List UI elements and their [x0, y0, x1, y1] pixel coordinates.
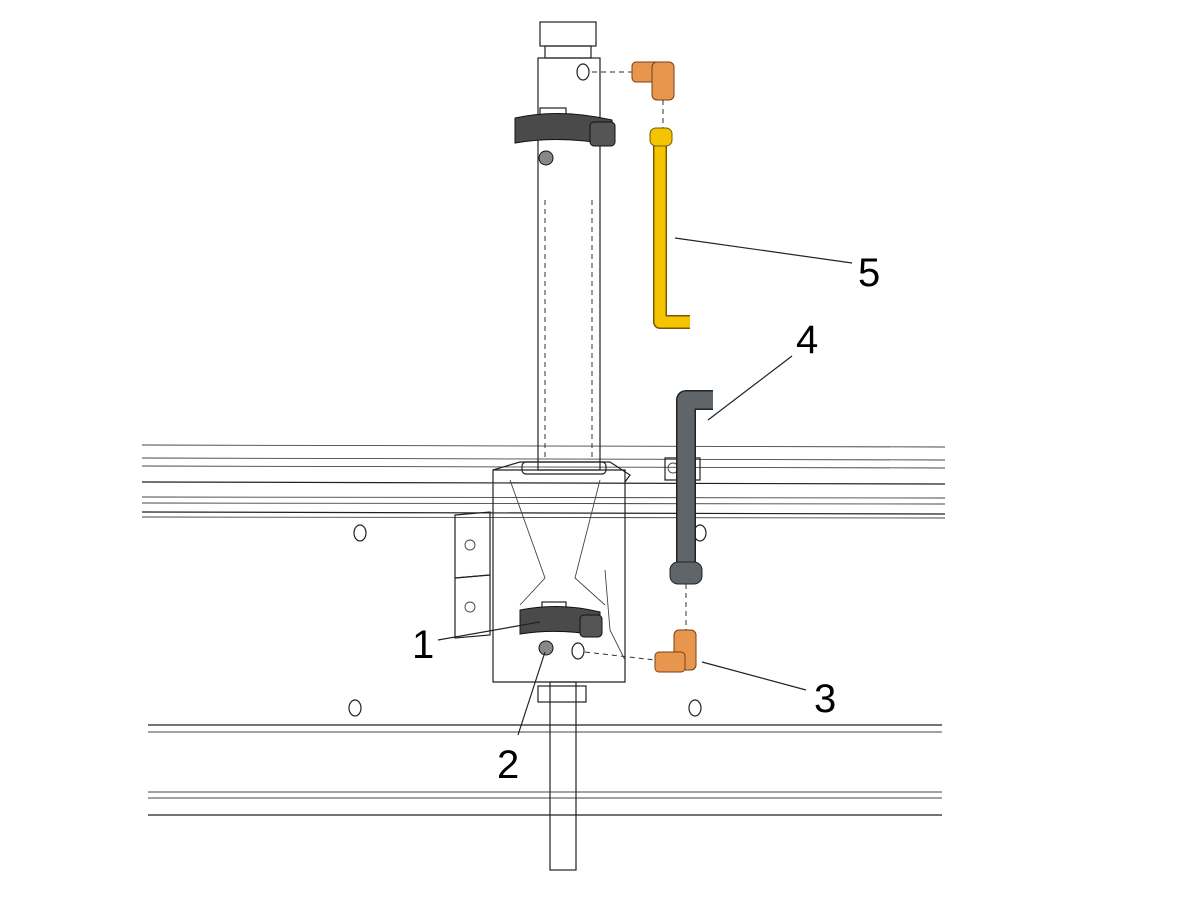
lower-clamp — [519, 601, 603, 660]
lower-rail — [148, 724, 942, 816]
leader-lines — [437, 237, 853, 736]
mounting-bracket — [454, 457, 701, 683]
callout-5: 5 — [858, 251, 880, 295]
callout-4: 4 — [796, 318, 818, 362]
callout-3: 3 — [814, 677, 836, 721]
lower-elbow-fitting — [584, 629, 697, 673]
callout-2: 2 — [497, 743, 519, 787]
callout-1: 1 — [412, 623, 434, 667]
yellow-tube — [649, 127, 690, 329]
upper-elbow-fitting — [592, 61, 675, 128]
vertical-pole — [521, 21, 607, 871]
dark-tube — [669, 390, 713, 630]
upper-rail — [141, 444, 946, 519]
upper-clamp — [514, 107, 616, 166]
